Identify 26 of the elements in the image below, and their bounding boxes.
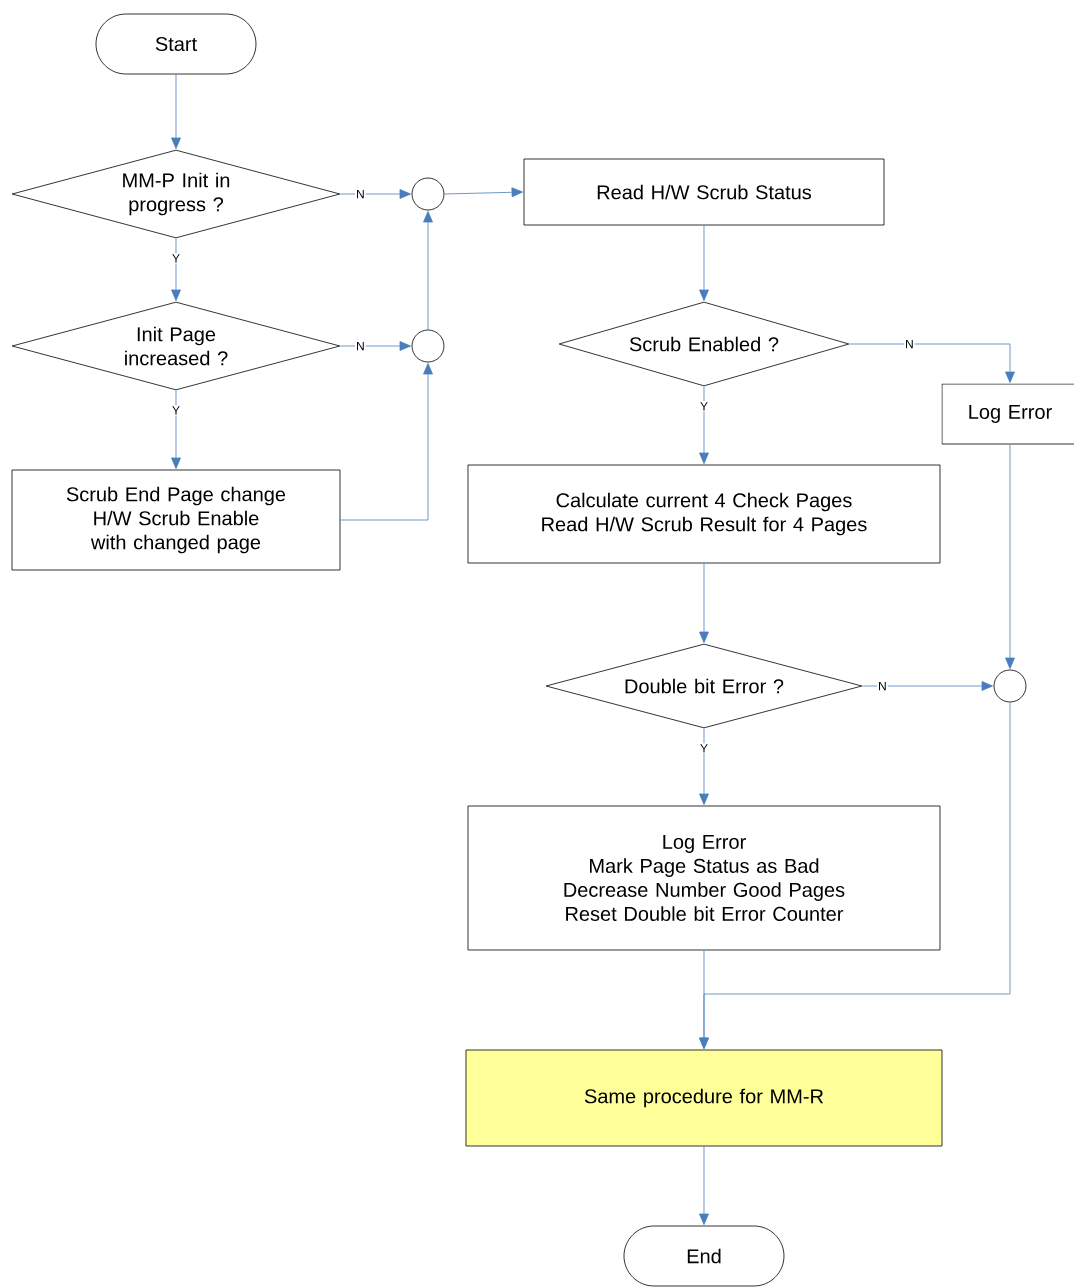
arrow bbox=[699, 1146, 709, 1225]
arrow bbox=[699, 225, 709, 301]
arrow bbox=[699, 728, 709, 805]
arrow bbox=[699, 702, 1011, 1049]
process-box: Same procedure for MM-R bbox=[465, 1049, 943, 1147]
arrow bbox=[699, 563, 709, 643]
arrow bbox=[340, 341, 411, 351]
arrow bbox=[171, 390, 181, 469]
process-box: Read H/W Scrub Status bbox=[523, 158, 885, 226]
arrow bbox=[171, 238, 181, 301]
connector-circle bbox=[411, 177, 445, 211]
arrow bbox=[444, 187, 523, 198]
connector-circle bbox=[411, 329, 445, 363]
arrow bbox=[171, 74, 181, 149]
arrow bbox=[699, 386, 709, 464]
process-box: Log Error bbox=[941, 383, 1074, 445]
arrow bbox=[340, 189, 411, 199]
arrow bbox=[849, 343, 1015, 383]
arrow bbox=[340, 363, 433, 521]
process-box: Calculate current 4 Check Pages Read H/W Scrub Result for 4 Pages bbox=[467, 464, 941, 564]
arrow bbox=[423, 211, 433, 330]
connector-circle bbox=[993, 669, 1027, 703]
process-box: Scrub End Page change H/W Scrub Enable with changed page bbox=[11, 469, 341, 571]
process-box: Log Error Mark Page Status as Bad Decrease Number Good Pages Reset Double bit Error Counter bbox=[467, 805, 941, 951]
arrow bbox=[862, 681, 993, 691]
arrow bbox=[1005, 444, 1015, 669]
